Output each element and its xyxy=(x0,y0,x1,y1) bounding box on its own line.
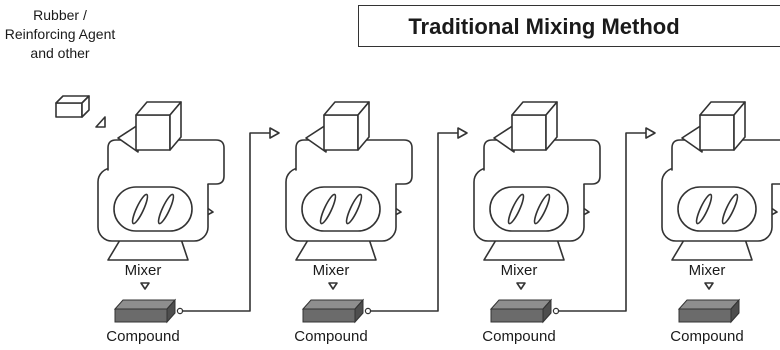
mixer-label-4: Mixer xyxy=(688,262,726,279)
mixer-rotor-chamber xyxy=(489,186,569,232)
mixer-rotor-right xyxy=(721,193,739,225)
mixer-machine-3 xyxy=(473,101,601,261)
diagram-title: Traditional Mixing Method xyxy=(408,14,680,39)
mixer-hopper-front xyxy=(511,114,547,151)
title-box: Traditional Mixing Method xyxy=(358,5,780,47)
input-box-icon xyxy=(55,95,106,128)
mixer-label-1: Mixer xyxy=(124,262,162,279)
mixer-rotor-left xyxy=(695,193,713,225)
feed-arrow-icon xyxy=(457,127,468,139)
feed-arrow-icon xyxy=(269,127,280,139)
compound-label-4: Compound xyxy=(670,328,744,345)
input-materials-label: Rubber / Reinforcing Agent and other xyxy=(0,6,120,63)
down-arrow-icon-2 xyxy=(328,282,338,290)
compound-label-2: Compound xyxy=(294,328,368,345)
feed-arrow-icon xyxy=(645,127,656,139)
feed-line-1 xyxy=(176,127,280,315)
mixer-rotor-chamber xyxy=(677,186,757,232)
compound-block-2 xyxy=(301,298,365,324)
feed-line-3 xyxy=(552,127,656,315)
mixer-rotor-left xyxy=(319,193,337,225)
mixer-rotor-chamber xyxy=(301,186,381,232)
compound-block-1 xyxy=(113,298,177,324)
mixer-rotor-right xyxy=(533,193,551,225)
mixer-label-3: Mixer xyxy=(500,262,538,279)
mixer-rotor-chamber xyxy=(113,186,193,232)
input-arrow-icon xyxy=(95,116,106,128)
compound-block-4 xyxy=(677,298,741,324)
compound-block-3 xyxy=(489,298,553,324)
mixer-rotor-left xyxy=(131,193,149,225)
mixer-hopper-side xyxy=(357,101,370,151)
input-label-line-3: and other xyxy=(30,45,90,61)
mixer-housing xyxy=(671,139,780,185)
down-arrow-icon-1 xyxy=(140,282,150,290)
mixer-label-2: Mixer xyxy=(312,262,350,279)
mixer-machine-1 xyxy=(97,101,225,261)
compound-label-3: Compound xyxy=(482,328,556,345)
mixer-machine-4 xyxy=(661,101,780,261)
mixer-hopper-side xyxy=(733,101,746,151)
feed-line-2 xyxy=(364,127,468,315)
mixer-hopper-front xyxy=(135,114,171,151)
mixer-hopper-front xyxy=(323,114,359,151)
down-arrow-icon-4 xyxy=(704,282,714,290)
compound-label-1: Compound xyxy=(106,328,180,345)
input-label-line-1: Rubber / xyxy=(33,7,87,23)
mixer-rotor-left xyxy=(507,193,525,225)
mixer-hopper-front xyxy=(699,114,735,151)
mixer-machine-2 xyxy=(285,101,413,261)
mixer-rotor-right xyxy=(157,193,175,225)
mixer-hopper-side xyxy=(169,101,182,151)
down-arrow-icon-3 xyxy=(516,282,526,290)
mixer-rotor-right xyxy=(345,193,363,225)
input-label-line-2: Reinforcing Agent xyxy=(4,26,116,42)
mixer-hopper-side xyxy=(545,101,558,151)
